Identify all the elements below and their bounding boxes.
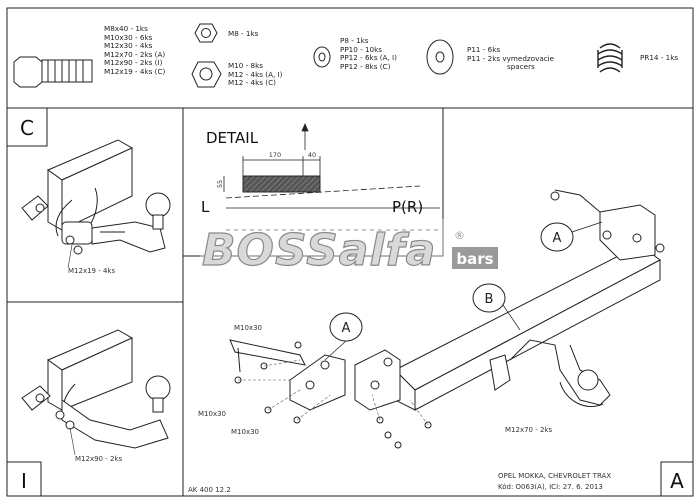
callout-c-bolt: M12x19 - 4ks [68,267,115,275]
parts-list-spring: PR14 - 1ks [640,53,679,63]
parts-list-washer-small: P8 - 1ks PP10 - 10ks PP12 - 6ks (A, I) P… [340,36,397,71]
parts-line: PP12 - 8ks (C) [340,61,391,71]
washer-large-icon [426,39,454,75]
drawing-number: AK 400 12.2 [188,486,231,494]
assembly-leaders [238,359,429,426]
drawing-code: Kód: O063(A), ICI: 27. 6. 2013 [498,483,603,491]
detail-label-right: P(R) [392,198,423,216]
bubble-a2-label: A [553,231,562,246]
parts-line: PP10 - 10ks [340,44,383,54]
washer-small-icon [313,46,331,68]
parts-line: M12x90 - 2ks (I) [104,58,163,68]
tow-bar-i-drawing [21,329,171,449]
outer-border [6,7,694,497]
callout-line-c [67,244,73,269]
parts-line: M12x19 - 4ks (C) [104,66,166,76]
parts-line: M12 - 4ks (A, I) [228,69,283,79]
detail-drawing [223,122,440,231]
parts-line: PP12 - 6ks (A, I) [340,53,397,63]
bubble-b-label: B [485,292,494,307]
frame-letter-c: C [20,116,34,140]
parts-list-nut-large: M10 - 8ks M12 - 4ks (A, I) M12 - 4ks (C) [228,61,283,88]
parts-line: P11 - 2ks vymedzovacie [467,53,555,63]
parts-list-bolts: M8x40 - 1ks M10x30 - 6ks M12x30 - 4ks M1… [104,24,166,77]
callout-line-i [69,427,76,456]
parts-line: M8x40 - 1ks [104,24,148,33]
parts-line: M10 - 8ks [228,61,263,70]
frame-letter-a: A [670,469,684,493]
parts-line: M12 - 4ks (C) [228,78,276,88]
parts-line: M10x30 - 6ks [104,32,153,42]
callout-m10x30-bottom: M10x30 [231,428,259,436]
bolt-icon [13,56,93,88]
parts-line: M12x70 - 2ks (A) [104,49,166,59]
parts-line: spacers [507,62,535,72]
detail-label-left: L [201,198,210,216]
detail-dim-left: 170 [269,151,281,159]
bubble-a1-label: A [342,321,351,336]
vehicle-name: OPEL MOKKA, CHEVROLET TRAX [498,472,611,480]
parts-list-washer-large: P11 - 6ks P11 - 2ks vymedzovacie spacers [467,45,555,72]
frame-box-c [6,107,48,147]
nut-small-icon [194,23,218,43]
callout-a-bolt: M12x70 - 2ks [505,426,552,434]
frame-letter-i: I [21,469,27,493]
callout-m10x30-top: M10x30 [234,324,262,332]
nut-large-icon [191,61,222,88]
frame-box-i [6,461,42,497]
callout-m10x30-mid: M10x30 [198,410,226,418]
parts-line: P8 - 1ks [340,36,369,45]
bubble-a2 [540,222,574,252]
frame-box-a [660,461,694,497]
bubble-b [472,283,506,313]
detail-title: DETAIL [206,129,259,147]
tow-bar-main-drawing [229,189,665,449]
spring-icon [597,43,623,73]
parts-line: M8 - 1ks [228,29,259,38]
parts-list-nut-small: M8 - 1ks [228,29,259,39]
detail-dim-right: 40 [308,151,316,159]
parts-line: PR14 - 1ks [640,53,679,62]
parts-line: M12x30 - 4ks [104,41,153,51]
parts-line: P11 - 6ks [467,45,501,54]
callout-i-bolt: M12x90 - 2ks [75,455,122,463]
tow-bar-c-drawing [21,139,171,255]
detail-dim-height: 55 [216,180,224,188]
detail-box [182,107,444,257]
